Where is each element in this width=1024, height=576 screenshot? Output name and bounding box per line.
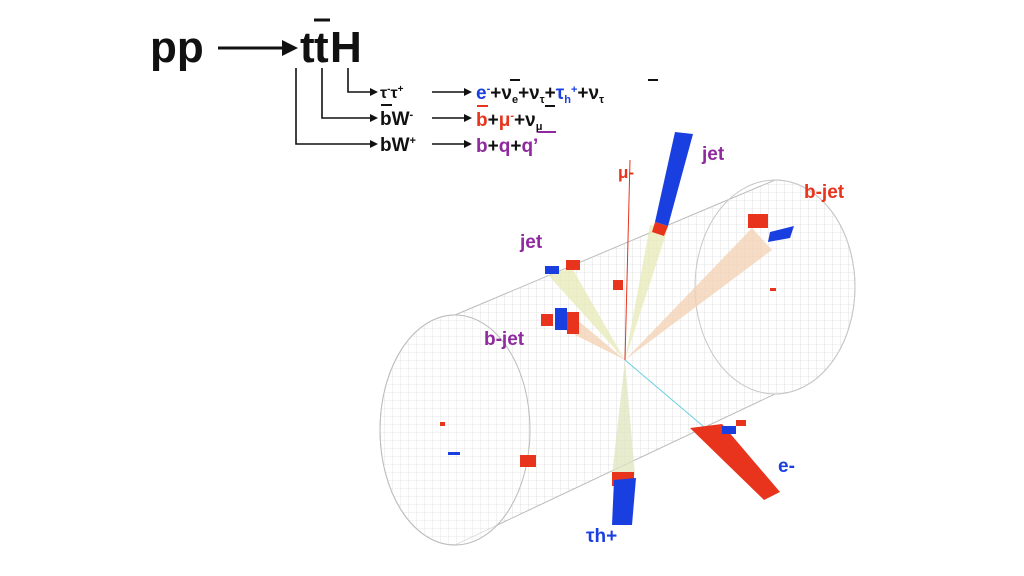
decay-parent-bbar-wminus: bW-	[380, 109, 414, 130]
top-quark: t	[300, 23, 315, 72]
label-bjet-right: b-jet	[804, 182, 845, 203]
label-tau-hadronic: τh+	[586, 526, 617, 547]
higgs: H	[330, 23, 362, 72]
label-electron: e-	[778, 456, 795, 477]
jet-cones	[548, 225, 772, 475]
decay-products-w-minus: b+μ-+νμ	[476, 110, 542, 133]
decay-parent-b-wplus: bW+	[380, 135, 416, 156]
electron-track	[624, 359, 711, 433]
decay-tree	[295, 68, 464, 145]
label-muon: μ-	[618, 163, 634, 182]
calorimeter-deposits	[440, 132, 794, 525]
muon-track	[624, 159, 631, 361]
label-jet-top: jet	[701, 144, 725, 165]
process-equation: pp t t H	[150, 18, 362, 72]
decay-products-w-plus: b+q+q’	[476, 136, 538, 157]
initial-state: pp	[150, 23, 204, 72]
antitop-quark: t	[314, 23, 329, 72]
decay-products-tau: e-+νe+ντ+τh++ντ	[476, 83, 604, 106]
label-jet-left: jet	[519, 232, 543, 253]
decay-parent-tautau: τ-τ+	[380, 84, 404, 102]
arrow-head	[282, 40, 298, 56]
label-bjet-left: b-jet	[484, 329, 525, 350]
